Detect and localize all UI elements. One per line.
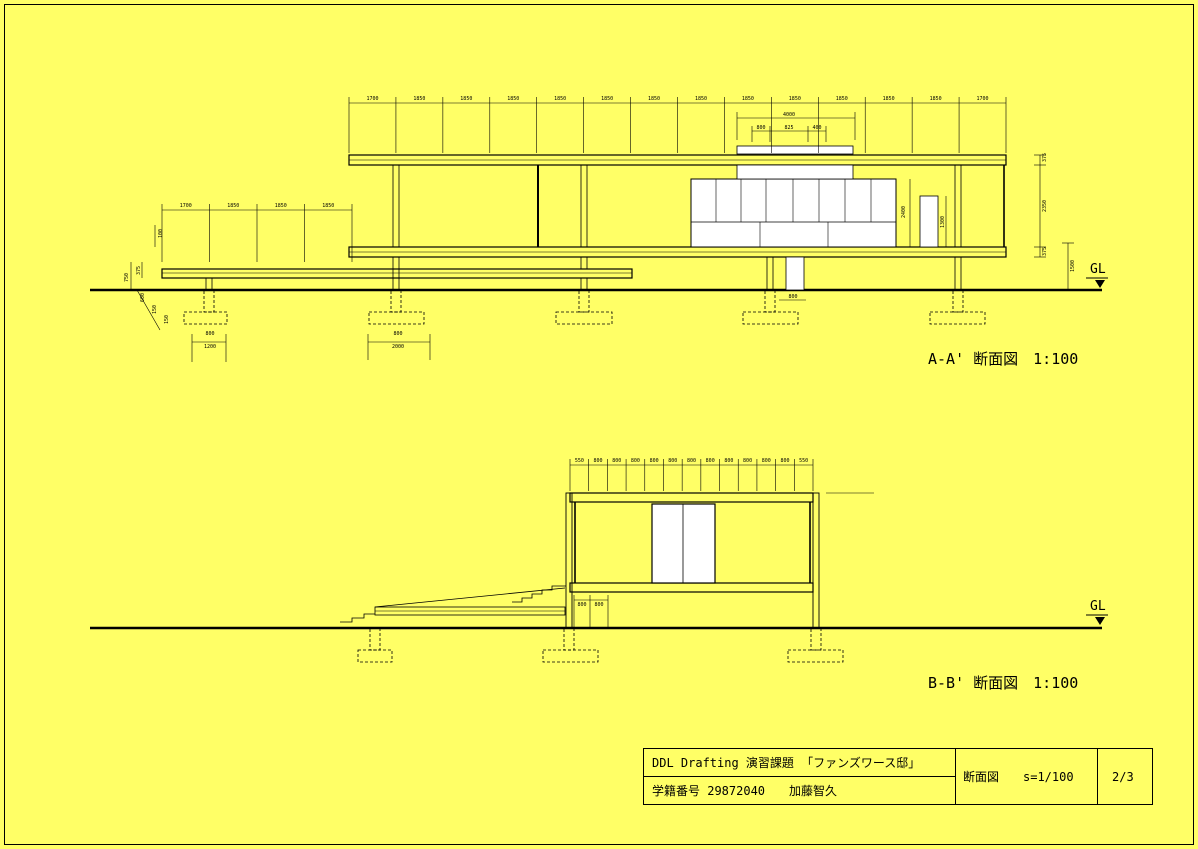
footings-aa xyxy=(183,289,986,325)
bb-top-dim-6: 800 xyxy=(668,458,677,464)
core-height-dim: 2400 xyxy=(901,206,907,218)
footing-3-top: 800 xyxy=(788,294,797,300)
aa-top-dim-2: 1850 xyxy=(413,96,425,102)
bb-top-dim-7: 800 xyxy=(687,458,696,464)
right-dim-top: 375 xyxy=(1042,153,1048,162)
roof-sub-dim-3: 400 xyxy=(812,125,821,131)
bb-top-dim-4: 800 xyxy=(631,458,640,464)
aa-terrace-dimensions: 1700 1850 1850 1850 xyxy=(180,203,335,209)
aa-top-dim-4: 1850 xyxy=(507,96,519,102)
aa-top-dim-12: 1850 xyxy=(883,96,895,102)
roof-overall-dim: 4000 xyxy=(783,112,795,118)
bb-column-right xyxy=(812,492,820,629)
bb-top-dim-9: 800 xyxy=(724,458,733,464)
roof-sub-dim-1: 800 xyxy=(756,125,765,131)
bb-top-dim-8: 800 xyxy=(706,458,715,464)
aa-top-dimensions: 1700 1850 1850 1850 1850 1850 1850 1850 1850 1850… xyxy=(366,96,988,102)
sheet-border xyxy=(4,4,1194,845)
left-dim-3: 375 xyxy=(136,266,142,275)
left-step-1: 600 xyxy=(140,293,146,302)
gl-marker-aa xyxy=(1095,280,1105,288)
bb-core xyxy=(651,503,716,584)
mechanical-pier xyxy=(785,256,805,291)
section-bb-title: B-B' 断面図 1:100 xyxy=(928,674,1078,692)
section-aa-title: A-A' 断面図 1:100 xyxy=(928,350,1078,368)
title-block-sheet: 2/3 xyxy=(1112,770,1134,784)
bb-floor-slab xyxy=(569,582,814,593)
aa-top-dim-11: 1850 xyxy=(836,96,848,102)
footing-1-top: 800 xyxy=(205,331,214,337)
bb-top-dim-5: 800 xyxy=(650,458,659,464)
left-step-2: 150 xyxy=(152,305,158,314)
bb-roof-slab xyxy=(569,492,814,503)
roof-sub-dim-2: 825 xyxy=(784,125,793,131)
right-dim-mid: 2350 xyxy=(1042,200,1048,212)
bb-stairs xyxy=(340,585,566,623)
aa-top-dim-8: 1850 xyxy=(695,96,707,102)
bb-top-dimensions: 550 800 800 800 800 800 800 800 800 800 800 800 550 xyxy=(575,458,808,464)
aa-top-dim-5: 1850 xyxy=(554,96,566,102)
footings-bb xyxy=(357,627,844,663)
title-block-student: 学籍番号 29872040 加藤智久 xyxy=(652,783,837,798)
gl-label-aa: GL xyxy=(1090,262,1106,277)
aa-terrace-dim-3: 1850 xyxy=(275,203,287,209)
core-block xyxy=(690,178,897,248)
aa-terrace-dim-4: 1850 xyxy=(322,203,334,209)
bb-top-dim-10: 800 xyxy=(743,458,752,464)
footing-2-top: 800 xyxy=(393,331,402,337)
bb-top-dim-1: 550 xyxy=(575,458,584,464)
aa-top-dim-9: 1850 xyxy=(742,96,754,102)
right-height-dim: 1500 xyxy=(1070,260,1076,272)
gl-marker-bb xyxy=(1095,617,1105,625)
aa-top-dim-13: 1850 xyxy=(930,96,942,102)
aa-top-dim-10: 1850 xyxy=(789,96,801,102)
door xyxy=(919,195,939,248)
aa-top-dim-1: 1700 xyxy=(366,96,378,102)
door-height-dim: 1300 xyxy=(940,216,946,228)
bb-top-dim-12: 800 xyxy=(780,458,789,464)
core-roof-vent xyxy=(736,164,854,180)
footing-2-bottom: 2000 xyxy=(392,344,404,350)
footing-1-bottom: 1200 xyxy=(204,344,216,350)
title-block-project: DDL Drafting 演習課題 「ファンズワース邸」 xyxy=(652,755,920,770)
left-dim-2: 750 xyxy=(124,273,130,282)
terrace-slab xyxy=(161,268,633,279)
bb-top-dim-13: 550 xyxy=(799,458,808,464)
right-dim-bottom: 375 xyxy=(1042,247,1048,256)
title-block: DDL Drafting 演習課題 「ファンズワース邸」 学籍番号 298720… xyxy=(643,748,1153,805)
aa-top-dim-7: 1850 xyxy=(648,96,660,102)
left-step-3: 150 xyxy=(164,315,170,324)
bb-base-dim-1: 800 xyxy=(577,602,586,608)
aa-top-dim-14: 1700 xyxy=(977,96,989,102)
bb-top-dim-11: 800 xyxy=(762,458,771,464)
gl-label-bb: GL xyxy=(1090,599,1106,614)
aa-terrace-dim-1: 1700 xyxy=(180,203,192,209)
aa-terrace-dim-2: 1850 xyxy=(227,203,239,209)
aa-top-dim-6: 1850 xyxy=(601,96,613,102)
section-aa: 1700 1850 1850 1850 1850 1850 1850 1850 1850 1850… xyxy=(90,96,1108,368)
bb-column-left xyxy=(565,492,573,629)
bb-top-dim-3: 800 xyxy=(612,458,621,464)
left-dim-1: 100 xyxy=(158,229,164,238)
title-block-drawing: 断面図 s=1/100 xyxy=(963,769,1074,784)
bb-top-dim-2: 800 xyxy=(594,458,603,464)
bb-base-dim-2: 800 xyxy=(594,602,603,608)
aa-top-dim-3: 1850 xyxy=(460,96,472,102)
